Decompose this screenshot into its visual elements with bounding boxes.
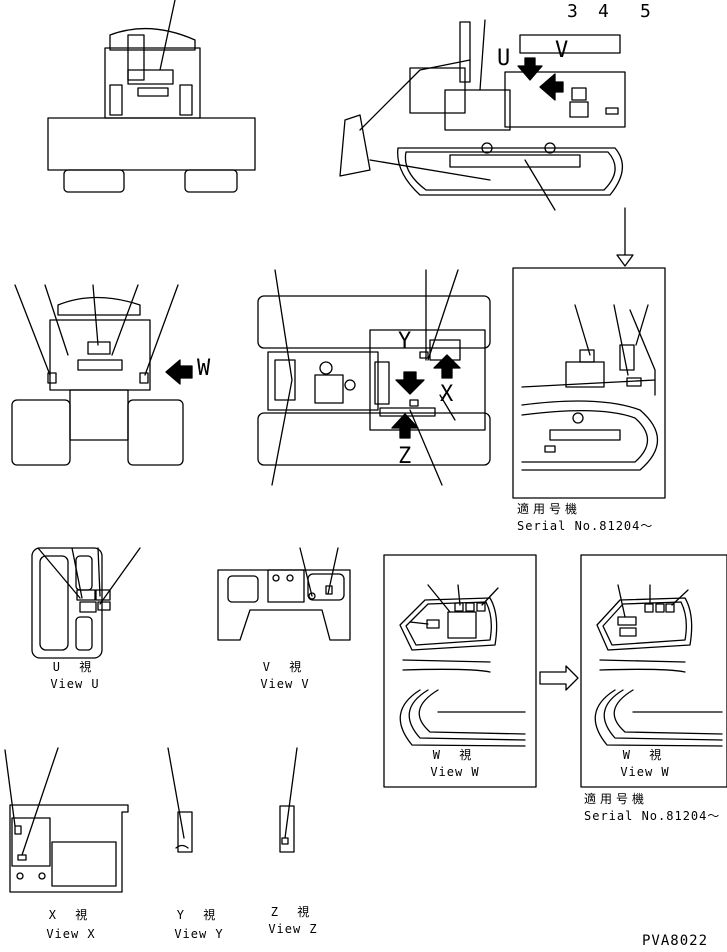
view-x-drawing [4,747,129,893]
serial-applicable-label: 適用号機 [517,502,582,516]
caption-w-en: View W [430,765,480,779]
arrow-right-icon [539,665,579,691]
view-letter-w: W [197,356,211,381]
caption-u-jp: U 視 [52,660,98,674]
caption-w-jp: W 視 [432,748,478,762]
arrow-icon [517,57,543,81]
caption-w2-en: View W [620,765,670,779]
side-view-drawing [339,19,634,267]
caption-u-en: View U [50,677,100,691]
arrow-icon [395,371,425,395]
view-letter-y: Y [398,329,412,354]
serial-number-label: Serial No.81204～ [517,519,654,533]
caption-v-en: View V [260,677,310,691]
caption-x-jp: X 視 [48,908,94,922]
view-y-drawing [167,747,193,853]
callout-5: 5 [640,1,651,22]
view-letter-u: U [497,46,511,71]
caption-v-jp: V 視 [262,660,308,674]
view-letter-x: X [440,382,454,407]
arrow-icon [165,359,193,385]
view-v-drawing [217,547,351,641]
view-letter-v: V [555,38,569,63]
view-w-frame [383,554,537,788]
view-u-drawing [31,547,141,659]
view-w-serial-drawing [594,584,723,747]
serial-view-frame [512,267,666,499]
serial-view-drawing [521,304,659,471]
arrow-icon [539,73,564,101]
caption-w2-jp: W 視 [622,748,668,762]
callout-3: 3 [567,1,578,22]
rear-view-drawing [11,284,184,466]
view-letter-z: Z [398,444,412,469]
caption-y-en: View Y [174,927,224,941]
callout-4: 4 [598,1,609,22]
drawing-code: PVA8022 [642,933,709,949]
front-view-drawing [47,0,256,193]
caption-z-jp: Z 視 [270,905,316,919]
view-w-drawing [399,584,526,747]
arrow-icon [433,354,461,379]
view-w-serial-frame [580,554,727,788]
caption-z-en: View Z [268,922,318,936]
caption-y-jp: Y 視 [176,908,222,922]
arrow-icon [391,413,419,439]
top-view-drawing [257,269,491,486]
serial-applicable-label-2: 適用号機 [584,792,649,806]
view-z-drawing [279,747,298,853]
caption-x-en: View X [46,927,96,941]
serial-number-label-2: Serial No.81204～ [584,809,721,823]
